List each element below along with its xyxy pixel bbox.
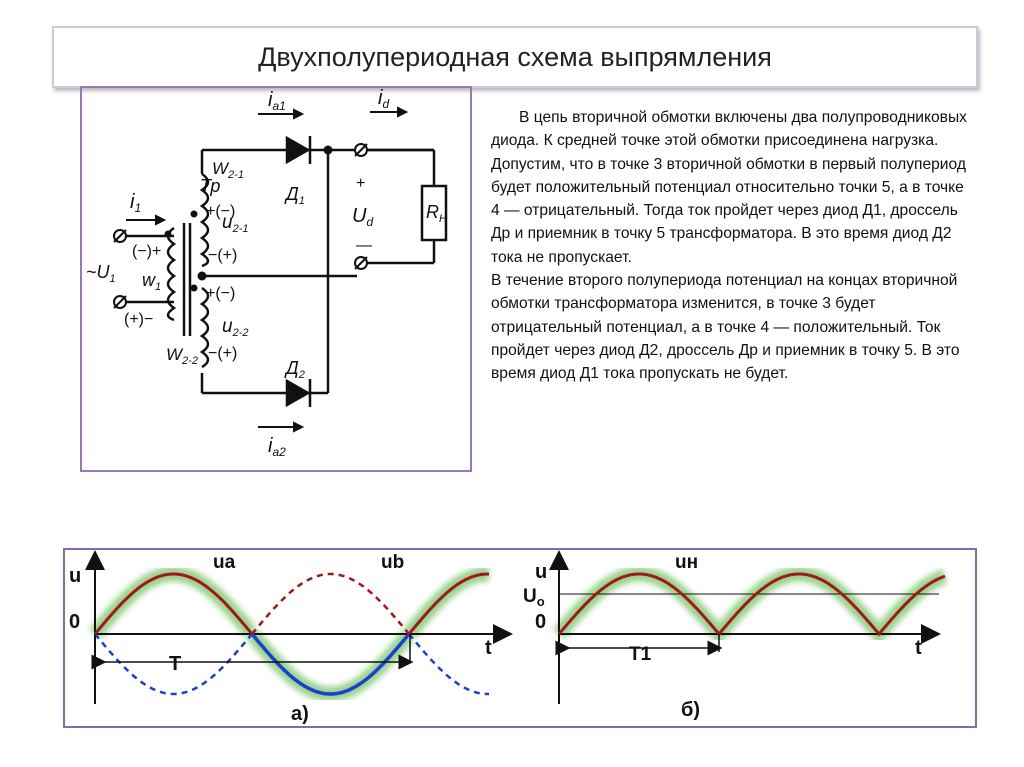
svg-text:id: id [378, 88, 389, 111]
svg-text:+(−): +(−) [206, 285, 235, 302]
svg-text:+(−): +(−) [206, 203, 235, 220]
svg-text:w1: w1 [142, 270, 161, 293]
waveform-frame: u 0 t ua ub T а) u Uо 0 t uн T1 б) [63, 548, 977, 728]
period-label-b: T1 [629, 644, 652, 665]
svg-text:i1: i1 [130, 191, 141, 215]
axis-t-label-b: t [915, 637, 922, 659]
paragraph-1: В цепь вторичной обмотки включены два по… [491, 109, 967, 150]
un-label: uн [675, 552, 698, 573]
plot-a: u 0 t ua ub T а) [69, 550, 513, 725]
svg-text:u2-2: u2-2 [222, 316, 248, 339]
primary-coil [166, 226, 177, 322]
plot-b: u Uо 0 t uн T1 б) [523, 550, 948, 721]
diode-d1 [285, 135, 311, 165]
axis-u-label-b: u [535, 561, 547, 583]
period-label-a: T [169, 653, 181, 675]
caption-b: б) [681, 699, 700, 721]
ua-label: ua [213, 552, 236, 573]
svg-text:Д2: Д2 [284, 358, 305, 381]
waveform-diagrams: u 0 t ua ub T а) u Uо 0 t uн T1 б) [69, 550, 948, 725]
svg-text:ia2: ia2 [268, 435, 286, 459]
svg-text:Тр: Тр [200, 176, 220, 196]
description-text: В цепь вторичной обмотки включены два по… [491, 106, 973, 386]
page-title: Двухполупериодная схема выпрямления [258, 42, 772, 72]
secondary-coil-bottom [199, 286, 210, 369]
svg-text:W2-2: W2-2 [166, 345, 198, 367]
axis-t-label-a: t [485, 637, 492, 659]
load-resistor [420, 184, 448, 242]
svg-text:(−)+: (−)+ [132, 243, 161, 260]
axis-u-label-a: u [69, 565, 81, 587]
zero-label-b: 0 [535, 611, 546, 633]
paragraph-3: В течение второго полупериода потенциал … [491, 272, 960, 383]
svg-text:—: — [356, 237, 372, 254]
svg-text:ia1: ia1 [268, 89, 286, 113]
svg-text:+: + [356, 175, 365, 192]
svg-text:W2-1: W2-1 [212, 159, 244, 181]
secondary-coil-top [199, 172, 210, 268]
ub-label: ub [381, 552, 404, 573]
circuit-diagram: ia1 id ia2 Тр W2-1 W2-2 Д1 Д2 u2-1 u2-2 … [86, 87, 448, 459]
svg-text:RH: RH [426, 202, 447, 225]
svg-text:(+)−: (+)− [124, 311, 153, 328]
u0-label: Uо [523, 586, 545, 609]
zero-label-a: 0 [69, 611, 80, 633]
svg-text:−(+): −(+) [208, 247, 237, 264]
diode-d2 [285, 378, 311, 408]
svg-text:Д1: Д1 [284, 184, 305, 207]
svg-text:u2-1: u2-1 [222, 212, 248, 235]
circuit-frame: ia1 id ia2 Тр W2-1 W2-2 Д1 Д2 u2-1 u2-2 … [80, 86, 472, 472]
paragraph-2: Допустим, что в точке 3 вторичной обмотк… [491, 155, 966, 266]
title-box: Двухполупериодная схема выпрямления [52, 26, 978, 88]
svg-text:−(+): −(+) [208, 345, 237, 362]
svg-text:Ud: Ud [352, 205, 373, 229]
svg-text:~U1: ~U1 [86, 262, 116, 285]
caption-a: а) [291, 703, 309, 725]
